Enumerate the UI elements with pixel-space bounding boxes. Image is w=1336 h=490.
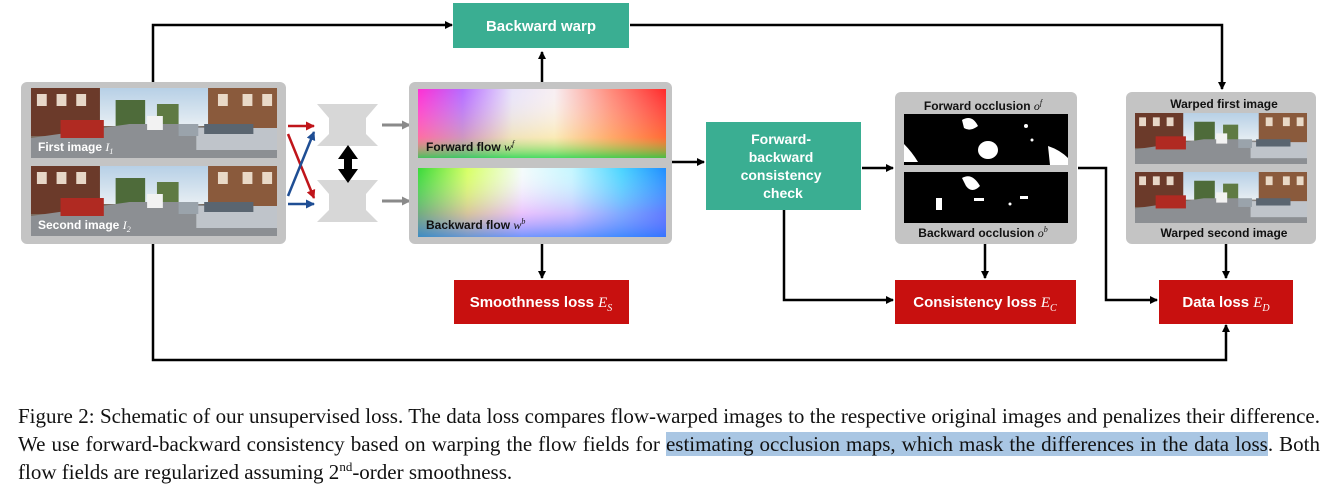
svg-text:First image I1: First image I1	[38, 140, 113, 156]
svg-text:Data loss ED: Data loss ED	[1182, 294, 1270, 314]
forward-occlusion-map	[904, 114, 1068, 165]
warped-first-label: Warped first image	[1170, 97, 1278, 111]
smoothness-loss-box: Smoothness loss ES	[454, 280, 629, 324]
flow-network-top	[317, 104, 378, 146]
caption-highlight: estimating occlusion maps, which mask th…	[665, 432, 1268, 456]
blue-arrow-cross	[286, 131, 316, 197]
svg-text:Forward flow wf: Forward flow wf	[426, 139, 516, 154]
consistency-check-box: Forward- backward consistency check	[706, 122, 861, 210]
backward-warp-box: Backward warp	[453, 3, 629, 48]
forward-flow-image: Forward flow wf	[418, 89, 666, 158]
warped-second-label: Warped second image	[1161, 226, 1288, 240]
loss-schematic-diagram: Backward warp First image I1 Second imag…	[21, 3, 1316, 362]
warped-second-image	[1135, 172, 1307, 223]
backward-occlusion-label: Backward occlusion ob	[918, 225, 1047, 240]
backward-flow-image: Backward flow wb	[418, 168, 666, 237]
warped-first-image	[1135, 113, 1307, 164]
shared-weights-icon	[338, 145, 358, 183]
first-image: First image I1	[31, 88, 277, 158]
forward-occlusion-label: Forward occlusion of	[924, 98, 1044, 113]
warped-images-panel: Warped first image Warped second image	[1126, 92, 1316, 244]
arrow-backward-warp-to-warped-images	[630, 23, 1226, 90]
occlusion-maps-panel: Forward occlusion of Backward occlusion …	[895, 92, 1077, 244]
arrow-input-to-data-loss	[151, 244, 1230, 362]
input-arrows	[286, 121, 316, 209]
flow-network-bottom	[317, 180, 378, 222]
svg-text:Second image I2: Second image I2	[38, 218, 131, 234]
second-image: Second image I2	[31, 166, 277, 236]
caption-text: Figure 2: Schematic of our unsupervised …	[18, 404, 1320, 456]
consistency-loss-box: Consistency loss EC	[895, 280, 1076, 324]
caption-text-2: . Both flow fields are regularized assum…	[18, 432, 1320, 484]
caption-superscript: nd	[339, 459, 353, 474]
backward-occlusion-map	[904, 172, 1068, 223]
svg-text:Backward flow wb: Backward flow wb	[426, 217, 525, 232]
arrow-input-to-backward-warp	[151, 21, 453, 82]
input-images-panel: First image I1 Second image I2	[21, 82, 286, 244]
caption-text-3: -order smoothness.	[352, 460, 513, 484]
svg-text:Consistency loss EC: Consistency loss EC	[913, 294, 1057, 314]
figure-caption: Figure 2: Schematic of our unsupervised …	[18, 402, 1320, 486]
arrow-check-to-consistency-loss	[782, 210, 894, 304]
svg-text:Backward warp: Backward warp	[486, 18, 596, 35]
flow-fields-panel: Forward flow wf Backward flow wb	[409, 82, 672, 244]
connectors	[151, 21, 1230, 362]
data-loss-box: Data loss ED	[1159, 280, 1293, 324]
svg-text:Forward- backward: Forward- backward consistency check	[741, 131, 826, 201]
arrow-occlusion-to-data-loss	[1078, 166, 1158, 304]
svg-text:Smoothness loss ES: Smoothness loss ES	[470, 294, 613, 314]
